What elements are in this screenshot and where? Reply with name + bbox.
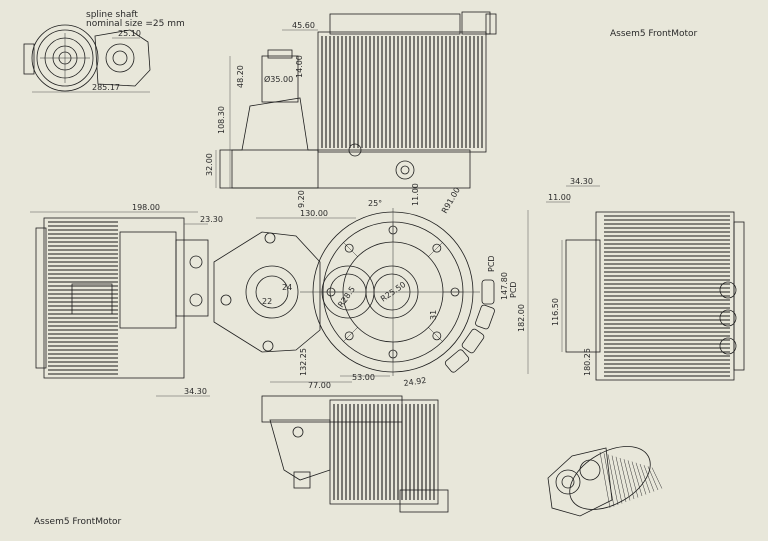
dim-r91: R91.00 — [440, 186, 462, 215]
dim-11-00-mid: 11.00 — [411, 183, 420, 206]
dim-48-20: 48.20 — [236, 65, 245, 88]
dim-45-60: 45.60 — [292, 21, 315, 30]
dim-24: 24 — [282, 283, 292, 292]
top-view: 45.60 Ø35.00 48.20 14.00 108.30 32.00 9.… — [205, 11, 497, 208]
dim-25-10: 25.10 — [118, 29, 141, 38]
note-line-2: nominal size =25 mm — [86, 19, 185, 29]
dim-180-25: 180.25 — [583, 348, 592, 376]
dim-198-00: 198.00 — [132, 203, 160, 212]
bottom-view — [261, 395, 449, 513]
dim-25deg: 25° — [368, 199, 382, 208]
dim-77-00: 77.00 — [308, 381, 331, 390]
dim-11-00-r: 11.00 — [548, 193, 571, 202]
front-view: 130.00 25° R91.00 R25.50 R28.5 24 22 31 … — [213, 186, 529, 390]
note-line-1: spline shaft — [86, 10, 138, 20]
dim-34-30-bl: 34.30 — [184, 387, 207, 396]
dim-32-00: 32.00 — [205, 153, 214, 176]
dim-53-00: 53.00 — [352, 373, 375, 382]
dim-22: 22 — [262, 297, 272, 306]
end-view-small: spline shaft nominal size =25 mm 25.10 2… — [23, 10, 185, 93]
dim-dia35: Ø35.00 — [264, 74, 293, 84]
dim-r28-5: R28.5 — [336, 285, 357, 309]
isometric-view — [547, 446, 663, 517]
dim-132-25: 132.25 — [299, 348, 308, 376]
dim-14-00: 14.00 — [295, 55, 304, 78]
dim-147-80: 147.80 — [500, 272, 509, 300]
dim-31: 31 — [429, 310, 438, 320]
dim-9-20: 9.20 — [297, 190, 306, 208]
dim-182-00: 182.00 — [517, 304, 526, 332]
dim-24-92: 24.92 — [403, 376, 427, 388]
left-view: 198.00 23.30 34.30 — [30, 203, 223, 397]
dim-130-00: 130.00 — [300, 209, 328, 218]
title-top-right: Assem5 FrontMotor — [610, 29, 697, 39]
dim-34-30-r: 34.30 — [570, 177, 593, 186]
dim-pcd-2: PCD — [509, 281, 518, 298]
dim-108-30: 108.30 — [217, 106, 226, 134]
dim-285-17: 285.17 — [92, 83, 120, 92]
title-bottom-left: Assem5 FrontMotor — [34, 517, 121, 527]
dim-23-30: 23.30 — [200, 215, 223, 224]
dim-116-50: 116.50 — [551, 298, 560, 326]
dim-pcd-1: PCD — [487, 255, 496, 272]
right-view: 34.30 11.00 116.50 180.25 — [546, 177, 745, 381]
